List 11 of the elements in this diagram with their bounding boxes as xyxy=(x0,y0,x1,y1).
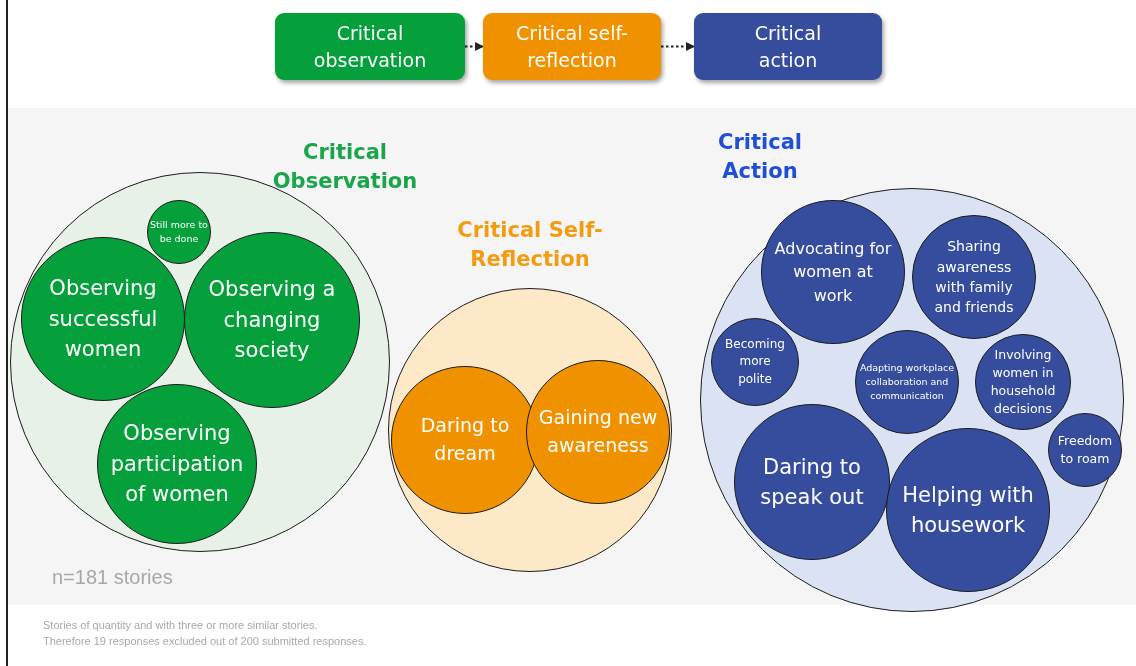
cluster-heading: Critical Action xyxy=(717,129,803,186)
footnote: Therefore 19 responses excluded out of 200 submitted responses. xyxy=(43,635,367,647)
cluster-heading: Critical Self-Reflection xyxy=(456,217,604,274)
sample-size-note: n=181 stories xyxy=(52,566,173,589)
arrow xyxy=(661,42,695,51)
cluster-heading: Critical Observation xyxy=(271,139,419,196)
stage-box: Critical observation xyxy=(275,13,465,80)
footnote: Stories of quantity and with three or more similar stories. xyxy=(43,619,318,631)
arrow xyxy=(465,42,484,51)
stage-box: Critical action xyxy=(694,13,882,80)
stage-box: Critical self-reflection xyxy=(483,13,661,80)
